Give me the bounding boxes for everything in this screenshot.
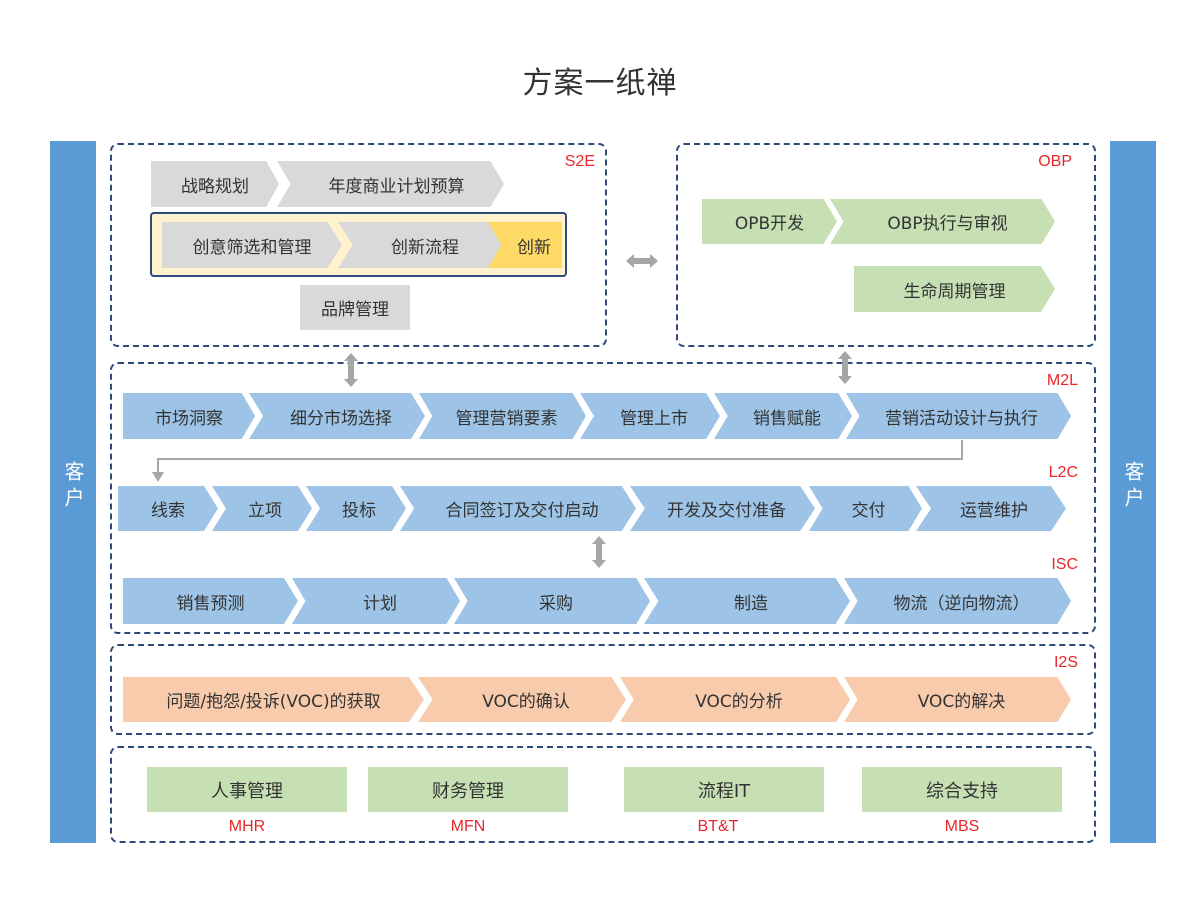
isc-step-sales-forecast: 销售预测 (123, 578, 298, 624)
s2e-group (110, 143, 607, 347)
s2e-m2l-double-arrow (344, 353, 358, 387)
s2e-tag: S2E (564, 153, 595, 170)
isc-step-manufacturing: 制造 (644, 578, 850, 624)
m2l-l2c-elbow-arrow (152, 440, 963, 482)
l2c-step-delivery: 交付 (809, 486, 922, 531)
s2e-step-strategy-planning: 战略规划 (151, 161, 279, 207)
page-title: 方案一纸禅 (522, 66, 678, 101)
customer-label-text-right: 客户 (1121, 461, 1145, 513)
support-finance: 财务管理 (368, 767, 568, 812)
obp-step-opb-development: OPB开发 (702, 199, 837, 244)
l2c-step-lead: 线索 (118, 486, 218, 531)
customer-bar-right: 客户 (1110, 141, 1156, 843)
obp-group (676, 143, 1096, 347)
obp-step-execution-review: OBP执行与审视 (830, 199, 1055, 244)
s2e-step-innovation: 创新 (488, 222, 562, 268)
i2s-group (110, 644, 1096, 735)
customer-label-right: 客户 (1110, 461, 1156, 519)
m2l-step-segment-selection: 细分市场选择 (249, 393, 425, 439)
m2l-step-campaign-design: 营销活动设计与执行 (846, 393, 1071, 439)
support-hr: 人事管理 (147, 767, 347, 812)
customer-bar-left: 客户 (50, 141, 96, 843)
l2c-step-bidding: 投标 (306, 486, 406, 531)
customer-label-text-left: 客户 (61, 461, 85, 513)
s2e-obp-double-arrow (626, 254, 658, 268)
s2e-step-annual-business-plan: 年度商业计划预算 (277, 161, 504, 207)
support-finance-code: MFN (450, 818, 486, 835)
s2e-step-innovation-process: 创新流程 (338, 222, 504, 268)
m2l-step-market-insight: 市场洞察 (123, 393, 255, 439)
isc-tag: ISC (1051, 556, 1078, 573)
support-group (110, 746, 1096, 843)
support-hr-code: MHR (228, 818, 266, 835)
customer-label-left: 客户 (50, 461, 96, 519)
support-general-code: MBS (944, 818, 980, 835)
obp-m2l-double-arrow (838, 351, 852, 384)
m2l-step-launch: 管理上市 (580, 393, 720, 439)
s2e-brand-management: 品牌管理 (300, 285, 410, 330)
l2c-isc-double-arrow (592, 536, 606, 568)
obp-lifecycle-management: 生命周期管理 (854, 266, 1055, 312)
obp-tag: OBP (1038, 153, 1072, 170)
i2s-step-voc-confirm: VOC的确认 (418, 677, 626, 722)
isc-step-procurement: 采购 (454, 578, 650, 624)
support-process-it: 流程IT (624, 767, 824, 812)
i2s-step-voc-analysis: VOC的分析 (620, 677, 850, 722)
m2l-tag: M2L (1046, 372, 1078, 389)
i2s-step-voc-capture: 问题/抱怨/投诉(VOC)的获取 (123, 677, 424, 722)
l2c-tag: L2C (1048, 464, 1078, 481)
i2s-step-voc-resolve: VOC的解决 (844, 677, 1071, 722)
m2l-step-marketing-elements: 管理营销要素 (419, 393, 586, 439)
isc-step-planning: 计划 (292, 578, 460, 624)
support-process-it-code: BT&T (697, 818, 739, 835)
isc-step-logistics: 物流（逆向物流） (844, 578, 1071, 624)
l2c-step-project-setup: 立项 (212, 486, 312, 531)
m2l-l2c-isc-group (110, 362, 1096, 634)
l2c-step-contract-signing: 合同签订及交付启动 (400, 486, 636, 531)
m2l-step-sales-enablement: 销售赋能 (714, 393, 852, 439)
i2s-tag: I2S (1053, 654, 1078, 671)
support-general: 综合支持 (862, 767, 1062, 812)
l2c-step-dev-prep: 开发及交付准备 (630, 486, 815, 531)
l2c-step-operations: 运营维护 (916, 486, 1066, 531)
s2e-step-idea-screening: 创意筛选和管理 (162, 222, 342, 268)
